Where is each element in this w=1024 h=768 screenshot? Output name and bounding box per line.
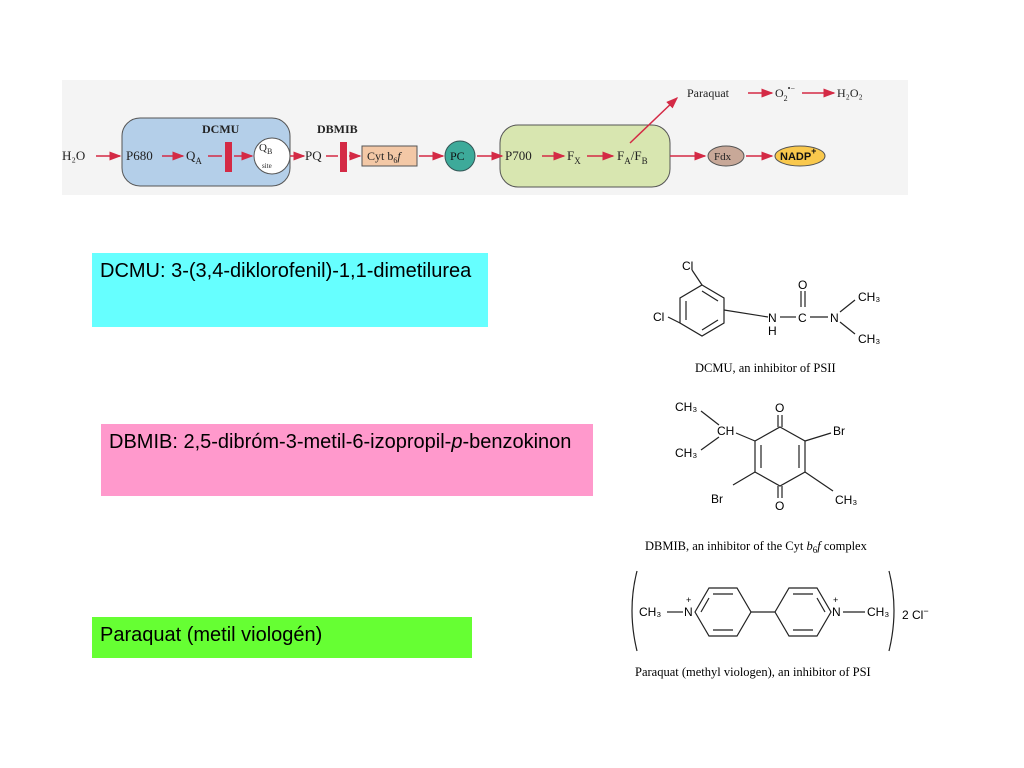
pc-label: PC <box>450 149 465 163</box>
paraquat-ch3-left: CH₃ <box>639 605 661 619</box>
paraquat-ch3-right: CH₃ <box>867 605 889 619</box>
dbmib-ch3c-bond <box>804 471 834 492</box>
fdx-ellipse <box>707 145 745 167</box>
dcmu-double-bond-2 <box>701 290 719 302</box>
dcmu-structure: Cl Cl N H C O N CH₃ CH₃ DCMU, an inhibit… <box>653 259 880 375</box>
dbmib-caption: DBMIB, an inhibitor of the Cyt b6f compl… <box>645 539 868 555</box>
dcmu-ch3b: CH₃ <box>858 332 880 346</box>
dcmu-cl1: Cl <box>682 259 693 273</box>
paraquat-plus-right: + <box>833 595 838 605</box>
qb-label: QB <box>259 142 272 156</box>
nadp-ellipse <box>774 145 826 167</box>
paraquat-name-box: Paraquat (metil viologén) <box>92 617 472 658</box>
p680-label: P680 <box>126 148 153 163</box>
paraquat-caption: Paraquat (methyl viologen), an inhibitor… <box>635 665 871 679</box>
paraquat-name-text: Paraquat (metil viologén) <box>100 624 323 646</box>
dbmib-o2: O <box>775 499 784 513</box>
paraquat-l-db3 <box>700 597 710 613</box>
nadp-label: NADP+ <box>780 146 816 163</box>
paraquat-right-bracket <box>888 570 895 652</box>
fdx-label: Fdx <box>714 151 732 163</box>
dbmib-ch3b: CH₃ <box>675 446 697 460</box>
dbmib-scheme-label: DBMIB <box>317 122 358 136</box>
h2o2-label: H₂O₂ <box>837 86 863 100</box>
pc-circle <box>444 140 476 172</box>
fafb-label: FA/FB <box>617 148 648 166</box>
dbmib-br2: Br <box>711 492 723 506</box>
dcmu-o: O <box>798 278 807 292</box>
dcmu-n2: N <box>830 311 839 325</box>
fx-label: FX <box>567 148 581 166</box>
qb-site-label: site <box>262 162 272 170</box>
dbmib-br1-bond <box>804 432 832 442</box>
dbmib-ch: CH <box>717 424 734 438</box>
dcmu-cl2: Cl <box>653 310 664 324</box>
dcmu-caption: DCMU, an inhibitor of PSII <box>695 361 836 375</box>
dbmib-ch-ring-bond <box>735 432 756 442</box>
dbmib-br2-bond <box>732 471 756 486</box>
dcmu-n-ch3b-bond <box>839 321 856 335</box>
paraquat-scheme-label: Paraquat <box>687 86 730 100</box>
dcmu-cl1-bond <box>691 269 703 286</box>
paraquat-n-right: N <box>832 605 841 619</box>
dbmib-ch3b-bond <box>700 436 720 451</box>
dcmu-h: H <box>768 324 777 338</box>
dbmib-ch3a: CH₃ <box>675 400 697 414</box>
dbmib-ch3a-bond <box>700 410 720 426</box>
electron-transport-scheme: H₂O P680 QA DCMU QB site PQ DBMIB Cyt b6… <box>62 80 908 195</box>
dcmu-n-ch3a-bond <box>839 299 856 313</box>
qa-label: QA <box>186 148 202 166</box>
dbmib-ch3c: CH₃ <box>835 493 857 507</box>
dcmu-block-bar <box>225 142 232 172</box>
paraquat-plus-left: + <box>686 595 691 605</box>
dcmu-name-text: DCMU: 3-(3,4-diklorofenil)-1,1-dimetilur… <box>100 260 472 282</box>
paraquat-left-ring <box>694 587 752 637</box>
dcmu-ring-n-bond <box>723 309 769 318</box>
paraquat-structure: CH₃ N + N + CH₃ 2 Cl− Paraquat (methyl v… <box>631 570 929 679</box>
dbmib-o1: O <box>775 401 784 415</box>
scheme-svg: H₂O P680 QA DCMU QB site PQ DBMIB Cyt b6… <box>62 84 863 188</box>
cyt-b6f-label: Cyt b6f <box>367 149 402 165</box>
dcmu-cl2-bond <box>667 316 681 324</box>
paraquat-right-ring <box>774 587 832 637</box>
dcmu-double-bond-3 <box>701 319 719 331</box>
dbmib-structure: CH₃ CH CH₃ O Br Br CH₃ O DBMIB, an inhib… <box>645 400 868 555</box>
dcmu-benzene-ring <box>679 284 725 337</box>
cyt-b6f-box <box>361 145 418 167</box>
paraquat-n-left: N <box>684 605 693 619</box>
dbmib-quinone-ring <box>754 426 806 487</box>
dcmu-ch3a: CH₃ <box>858 290 880 304</box>
dbmib-name-text: DBMIB: 2,5-dibróm-3-metil-6-izopropil-p-… <box>109 431 572 453</box>
superoxide-label: O2•− <box>775 84 795 103</box>
dbmib-block-bar <box>340 142 347 172</box>
dbmib-name-box: DBMIB: 2,5-dibróm-3-metil-6-izopropil-p-… <box>101 424 593 496</box>
h2o-label: H₂O <box>62 148 85 163</box>
paraquat-r-db3 <box>816 597 826 613</box>
arrow-fafb-paraquat <box>629 96 679 144</box>
dcmu-scheme-label: DCMU <box>202 122 240 136</box>
pq-label: PQ <box>305 148 322 163</box>
dcmu-name-box: DCMU: 3-(3,4-diklorofenil)-1,1-dimetilur… <box>92 253 488 327</box>
p700-label: P700 <box>505 148 532 163</box>
dcmu-n1: N <box>768 311 777 325</box>
dcmu-c: C <box>798 311 807 325</box>
paraquat-counterion: 2 Cl− <box>902 606 929 622</box>
paraquat-left-bracket <box>631 570 638 652</box>
dbmib-br1: Br <box>833 424 845 438</box>
